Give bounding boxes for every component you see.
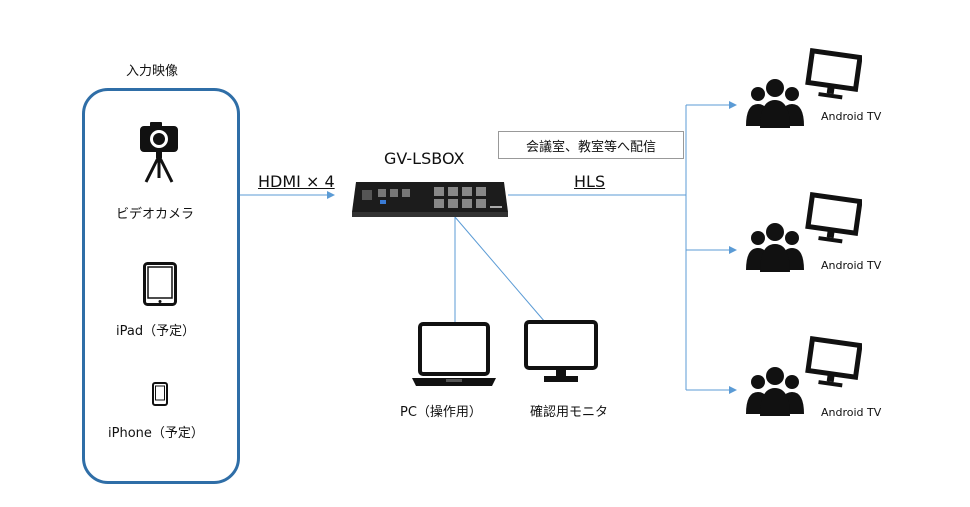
output-label-monitor: 確認用モニタ bbox=[530, 405, 609, 420]
receiver-label-3: Android TV bbox=[821, 406, 882, 419]
device-name: GV-LSBOX bbox=[384, 149, 465, 168]
input-box bbox=[82, 88, 240, 484]
receiver-label-1: Android TV bbox=[821, 110, 882, 123]
gv-lsbox-device bbox=[352, 182, 508, 217]
line-to-monitor bbox=[454, 216, 546, 323]
tablet-icon bbox=[143, 262, 177, 306]
video-camera-icon bbox=[140, 122, 178, 183]
receiver-icon-2 bbox=[746, 192, 862, 272]
phone-icon bbox=[152, 382, 168, 406]
usecase-box: 会議室、教室等へ配信 bbox=[498, 131, 684, 159]
device-label-iphone: iPhone（予定） bbox=[108, 426, 204, 441]
input-section-title: 入力映像 bbox=[126, 64, 179, 79]
device-label-ipad: iPad（予定） bbox=[116, 324, 196, 339]
receiver-icon-3 bbox=[746, 336, 862, 416]
receiver-label-2: Android TV bbox=[821, 259, 882, 272]
receiver-icon-1 bbox=[746, 48, 862, 128]
hdmi-label: HDMI × 4 bbox=[258, 172, 335, 191]
monitor-icon bbox=[524, 320, 598, 382]
device-label-camera: ビデオカメラ bbox=[116, 207, 195, 222]
output-label-pc: PC（操作用） bbox=[400, 405, 482, 420]
laptop-icon bbox=[412, 322, 496, 386]
hls-label: HLS bbox=[574, 172, 606, 191]
